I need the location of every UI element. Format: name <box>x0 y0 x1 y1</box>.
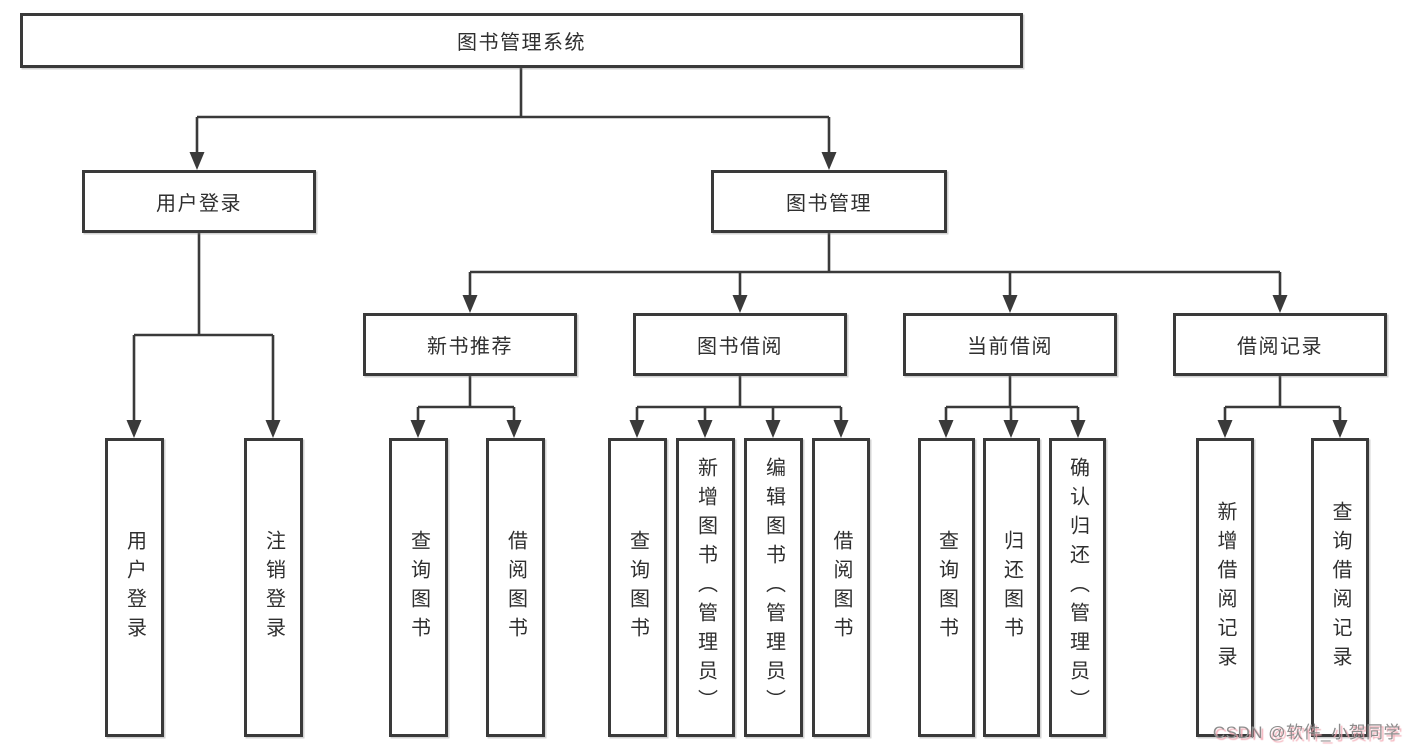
node-user-login: 用户登录 <box>82 170 316 233</box>
csdn-watermark: CSDN @软件_小贺同学 <box>1212 723 1401 742</box>
leaf-current-return-books: 归还图书 <box>983 438 1040 737</box>
node-label: 注销登录 <box>262 529 285 646</box>
node-label: 新增借阅记录 <box>1214 500 1236 675</box>
leaf-user-login: 用户登录 <box>105 438 164 737</box>
node-label: 确认归还（管理员） <box>1066 457 1089 718</box>
node-label: 借阅图书 <box>504 529 527 646</box>
node-new-book-recommend: 新书推荐 <box>363 313 577 376</box>
leaf-borrow-query-books: 查询图书 <box>608 438 667 737</box>
node-label: 用户登录 <box>156 193 242 215</box>
leaf-recommend-borrow-books: 借阅图书 <box>486 438 545 737</box>
leaf-records-add-borrow-record: 新增借阅记录 <box>1196 438 1254 737</box>
node-label: 查询图书 <box>626 529 649 646</box>
node-label: 图书借阅 <box>697 336 783 358</box>
node-label: 查询图书 <box>935 529 958 646</box>
node-current-borrow: 当前借阅 <box>903 313 1117 376</box>
node-label: 图书管理系统 <box>457 32 586 54</box>
node-label: 查询借阅记录 <box>1329 500 1351 675</box>
node-label: 归还图书 <box>1000 529 1023 646</box>
node-label: 借阅记录 <box>1237 336 1323 358</box>
leaf-borrow-borrow-books: 借阅图书 <box>812 438 870 737</box>
leaf-borrow-edit-books-admin: 编辑图书（管理员） <box>744 438 803 737</box>
node-borrow-records: 借阅记录 <box>1173 313 1387 376</box>
node-label: 当前借阅 <box>967 336 1053 358</box>
node-label: 编辑图书（管理员） <box>762 457 785 718</box>
leaf-logout: 注销登录 <box>244 438 303 737</box>
node-root-library-management-system: 图书管理系统 <box>20 13 1023 68</box>
node-book-management: 图书管理 <box>711 170 947 233</box>
node-label: 新书推荐 <box>427 336 513 358</box>
leaf-recommend-query-books: 查询图书 <box>389 438 448 737</box>
leaf-borrow-add-books-admin: 新增图书（管理员） <box>676 438 735 737</box>
node-label: 用户登录 <box>123 529 146 646</box>
node-label: 查询图书 <box>407 529 430 646</box>
node-label: 新增图书（管理员） <box>694 457 717 718</box>
leaf-records-query-borrow-record: 查询借阅记录 <box>1311 438 1369 737</box>
leaf-current-query-books: 查询图书 <box>918 438 975 737</box>
node-book-borrow: 图书借阅 <box>633 313 847 376</box>
leaf-current-confirm-return-admin: 确认归还（管理员） <box>1049 438 1106 737</box>
node-label: 图书管理 <box>786 193 872 215</box>
node-label: 借阅图书 <box>830 529 852 646</box>
